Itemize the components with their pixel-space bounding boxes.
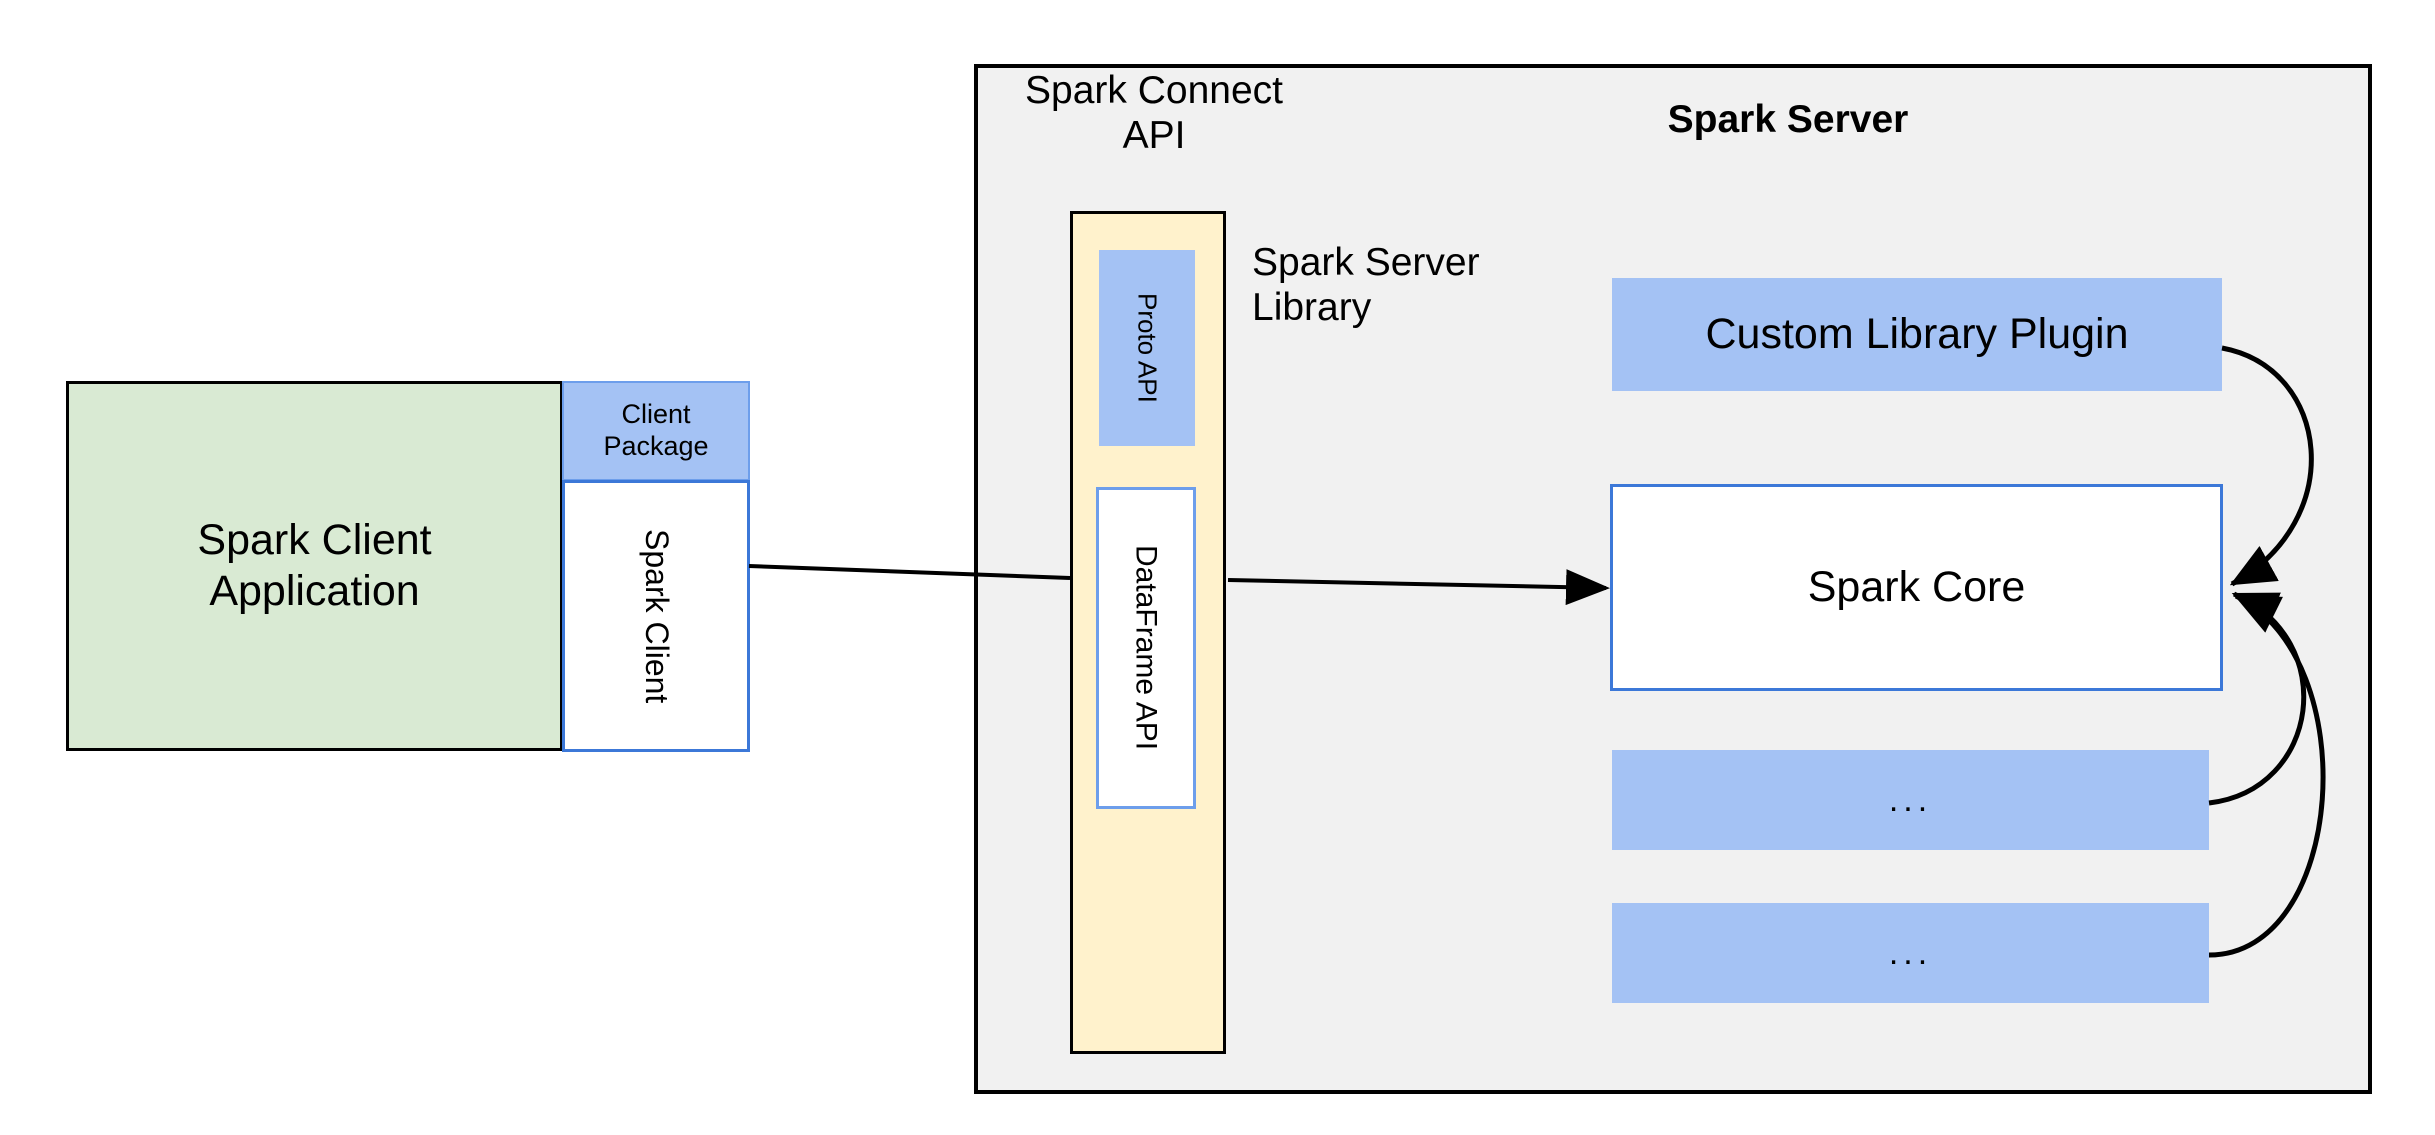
- ellipsis-box-1[interactable]: ...: [1612, 750, 2209, 850]
- dataframe-api-box[interactable]: DataFrame API: [1096, 487, 1196, 809]
- spark-client-box[interactable]: Spark Client: [562, 480, 750, 752]
- spark-core-box[interactable]: Spark Core: [1610, 484, 2223, 691]
- proto-api-box[interactable]: Proto API: [1099, 250, 1195, 446]
- custom-library-plugin-box[interactable]: Custom Library Plugin: [1612, 278, 2222, 391]
- ellipsis-box-2[interactable]: ...: [1612, 903, 2209, 1003]
- spark-server-title: Spark Server: [1667, 98, 1909, 141]
